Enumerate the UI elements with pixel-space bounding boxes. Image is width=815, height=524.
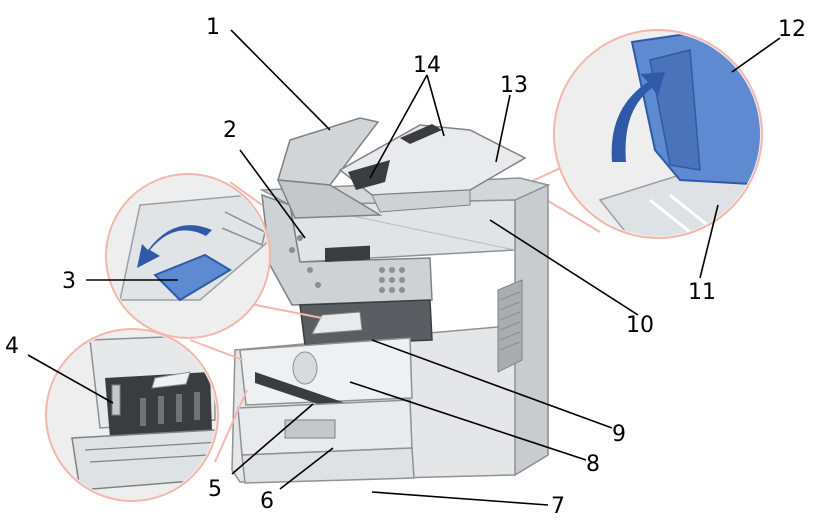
front-cover bbox=[239, 337, 413, 406]
callout-6: 6 bbox=[260, 489, 274, 514]
callout-13: 13 bbox=[500, 73, 528, 98]
callout-labels: 1 2 3 4 5 6 7 8 9 10 11 12 13 14 bbox=[5, 15, 806, 519]
curved-arrow-icon bbox=[611, 72, 665, 162]
callout-4: 4 bbox=[5, 334, 19, 359]
callout-12: 12 bbox=[778, 17, 806, 42]
callout-9: 9 bbox=[612, 422, 626, 447]
leader-lines bbox=[27, 29, 781, 506]
callout-1: 1 bbox=[206, 15, 220, 40]
adf-cover bbox=[277, 117, 380, 186]
control-panel bbox=[261, 193, 433, 306]
callout-5: 5 bbox=[208, 477, 222, 502]
printer-body bbox=[231, 117, 551, 484]
toner-access-inset bbox=[45, 328, 248, 502]
callout-2: 2 bbox=[223, 118, 237, 143]
callout-7: 7 bbox=[551, 494, 565, 519]
callout-14: 14 bbox=[413, 53, 441, 78]
callout-10: 10 bbox=[626, 313, 654, 338]
callout-3: 3 bbox=[62, 269, 76, 294]
scanner-lid-inset bbox=[529, 29, 763, 239]
callout-11: 11 bbox=[688, 280, 716, 305]
tray-2 bbox=[241, 447, 415, 484]
curved-arrow-icon bbox=[137, 225, 212, 268]
callout-8: 8 bbox=[586, 452, 600, 477]
output-support-inset bbox=[105, 173, 323, 339]
output-support bbox=[153, 253, 232, 302]
